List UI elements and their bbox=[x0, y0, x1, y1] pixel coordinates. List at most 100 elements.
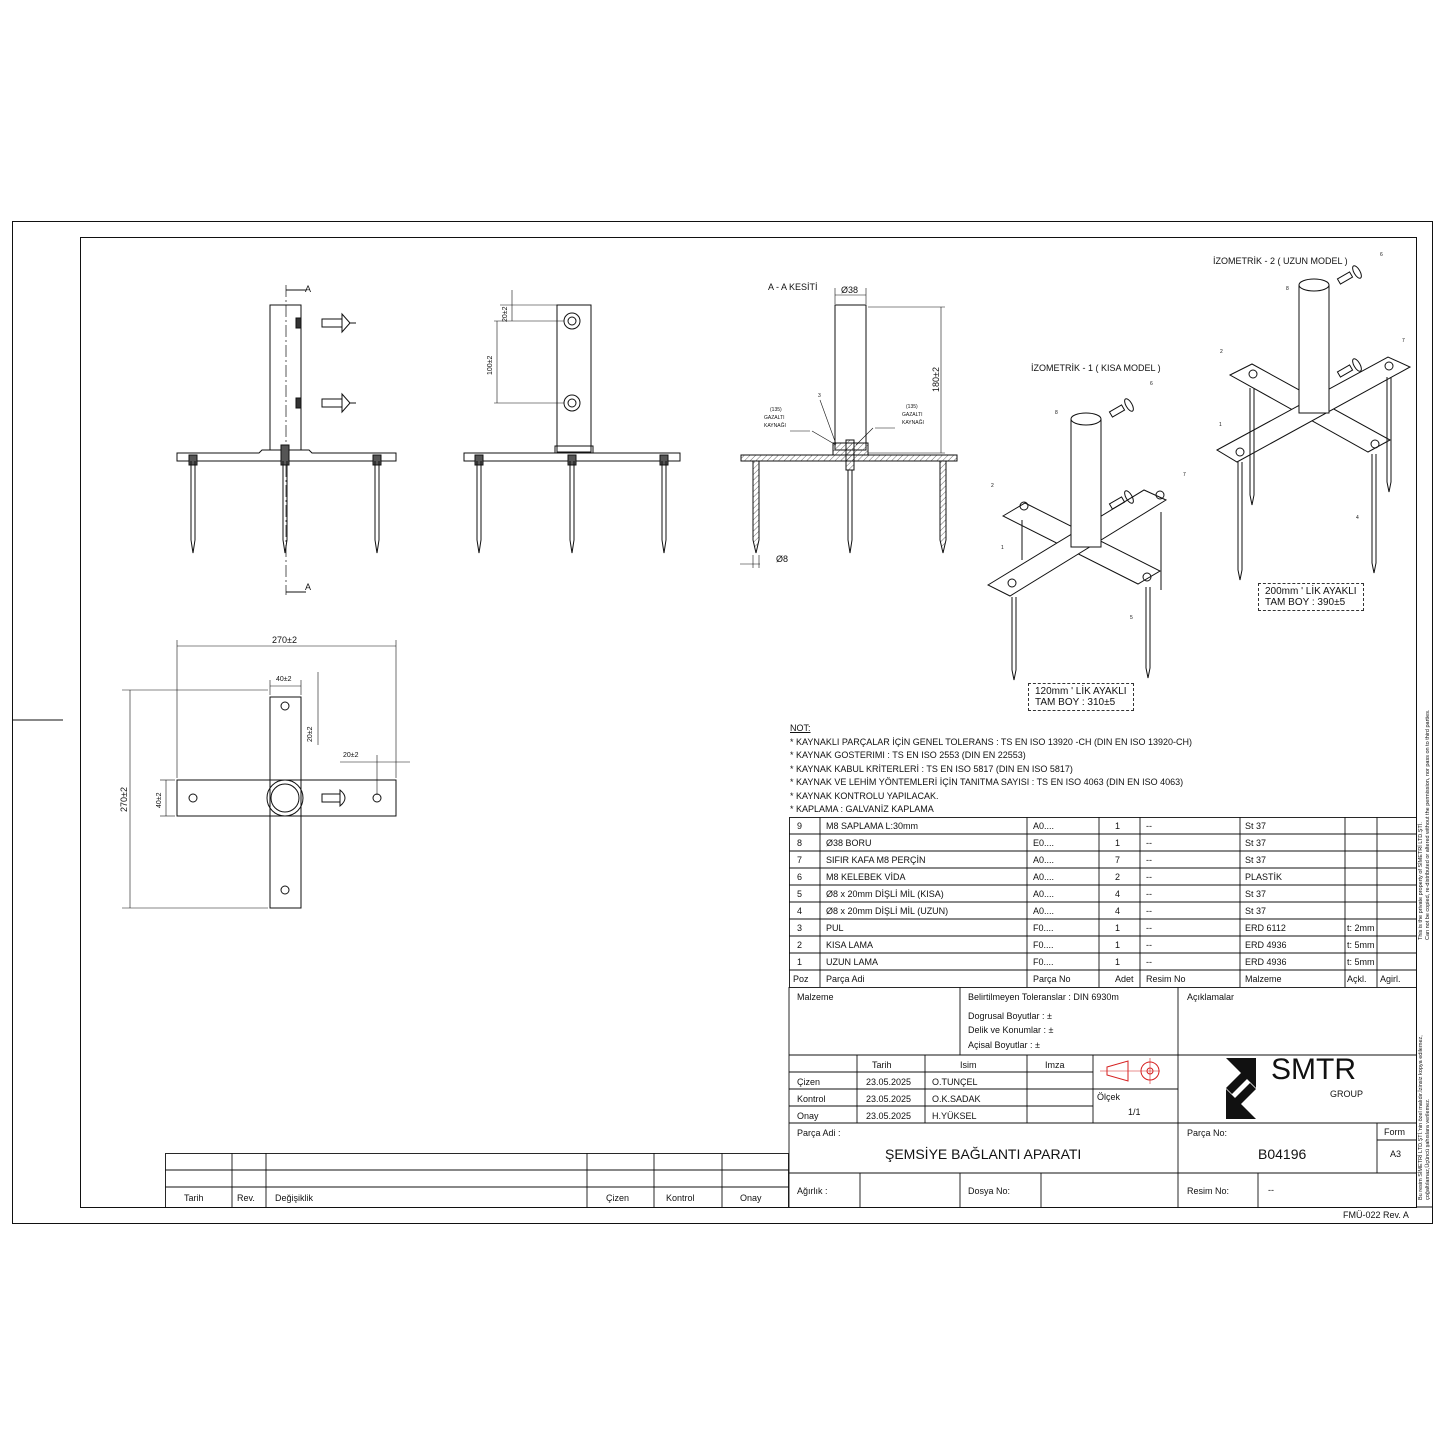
rev-header: Kontrol bbox=[666, 1193, 695, 1203]
iso2-callout: 4 bbox=[1356, 515, 1359, 521]
weld-left-line1: GAZALTI bbox=[764, 415, 785, 421]
malzeme-label: Malzeme bbox=[797, 992, 834, 1002]
weld-right-number: (135) bbox=[906, 404, 918, 410]
tol-linear: Dogrusal Boyutlar : ± bbox=[968, 1011, 1052, 1021]
bom-cell: 6 bbox=[797, 872, 803, 882]
isometric-view-long bbox=[1215, 265, 1412, 581]
iso1-note-line1: 120mm ' LİK AYAKLI bbox=[1035, 686, 1127, 697]
bom-cell: -- bbox=[1146, 889, 1152, 899]
bom-cell: -- bbox=[1146, 923, 1152, 933]
bom-cell: A0.... bbox=[1033, 872, 1055, 882]
drawing-no-label: Resim No: bbox=[1187, 1186, 1230, 1196]
iso2-callout: 7 bbox=[1402, 338, 1405, 344]
rev-header: Rev. bbox=[237, 1193, 255, 1203]
bom-cell: St 37 bbox=[1245, 906, 1267, 916]
bom-cell: 7 bbox=[1115, 855, 1121, 865]
bom-cell: 9 bbox=[797, 821, 803, 831]
bom-cell: St 37 bbox=[1245, 855, 1267, 865]
bom-cell: PLASTİK bbox=[1245, 872, 1283, 882]
bom-cell: M8 KELEBEK VİDA bbox=[826, 872, 906, 882]
isometric-view-short bbox=[986, 398, 1168, 681]
top-view bbox=[122, 640, 410, 909]
tolerance-title: Belirtilmeyen Toleranslar : DIN 6930m bbox=[968, 992, 1119, 1002]
dim-tube-dia: Ø38 bbox=[841, 285, 859, 295]
weight-label: Ağırlık : bbox=[797, 1186, 828, 1196]
iso1-callout: 8 bbox=[1055, 410, 1058, 416]
outer-frame bbox=[12, 221, 1433, 1224]
note-item: * KAYNAK GOSTERIMI : TS EN ISO 2553 (DIN… bbox=[790, 750, 1026, 760]
bom-cell: 1 bbox=[1115, 957, 1121, 967]
part-no-label: Parça No: bbox=[1187, 1128, 1228, 1138]
bom-cell: PUL bbox=[826, 923, 844, 933]
bom-cell: E0.... bbox=[1033, 838, 1055, 848]
bom-cell: 8 bbox=[797, 838, 803, 848]
bom-cell: UZUN LAMA bbox=[826, 957, 879, 967]
bom-cell: t: 5mm bbox=[1347, 940, 1375, 950]
side-view bbox=[463, 290, 681, 554]
drawing-no-value: -- bbox=[1268, 1185, 1274, 1195]
signoff-date: 23.05.2025 bbox=[866, 1111, 912, 1121]
scale-label: Ölçek bbox=[1097, 1092, 1121, 1102]
iso1-callout: 1 bbox=[1001, 545, 1004, 551]
bom-cell: F0.... bbox=[1033, 923, 1054, 933]
side-notice-en-2: Can not be copied, re-distributed or alt… bbox=[1425, 709, 1431, 940]
bom-cell: St 37 bbox=[1245, 889, 1267, 899]
part-no: B04196 bbox=[1258, 1146, 1307, 1162]
section-view bbox=[740, 288, 958, 568]
top-dim-hole-v: 20±2 bbox=[307, 726, 314, 742]
bom-cell: t: 2mm bbox=[1347, 923, 1375, 933]
bom-grid bbox=[789, 817, 1417, 988]
iso2-callout: 6 bbox=[1380, 252, 1383, 258]
signoff-date: 23.05.2025 bbox=[866, 1094, 912, 1104]
rev-header: Tarih bbox=[184, 1193, 204, 1203]
top-dim-strip: 40±2 bbox=[276, 676, 292, 683]
bom-header: Açkl. bbox=[1347, 974, 1367, 984]
bom-cell: 1 bbox=[797, 957, 803, 967]
rev-header: Değişiklik bbox=[275, 1193, 314, 1203]
side-notice-tr-1: Bu resim SİMETRİ LTD.ŞTİ.'nin özel malıd… bbox=[1418, 1035, 1424, 1200]
rev-header: Onay bbox=[740, 1193, 762, 1203]
side-notice-tr: Bu resim SİMETRİ LTD.ŞTİ.'nin özel malıd… bbox=[1418, 1035, 1432, 1200]
tol-holes: Delik ve Konumlar : ± bbox=[968, 1025, 1054, 1035]
signoff-role: Kontrol bbox=[797, 1094, 826, 1104]
col-tarih: Tarih bbox=[872, 1060, 892, 1070]
bom-cell: A0.... bbox=[1033, 821, 1055, 831]
bom-cell: 1 bbox=[1115, 940, 1121, 950]
bom-cell: 5 bbox=[797, 889, 803, 899]
top-dim-hole-h: 20±2 bbox=[343, 752, 359, 759]
signoff-name: O.K.SADAK bbox=[932, 1094, 981, 1104]
bom-cell: A0.... bbox=[1033, 889, 1055, 899]
bom-header: Agirl. bbox=[1380, 974, 1401, 984]
bom-cell: SIFIR KAFA M8 PERÇİN bbox=[826, 855, 926, 865]
bom-cell: St 37 bbox=[1245, 821, 1267, 831]
logo-name: SMTR bbox=[1271, 1053, 1356, 1086]
bom-cell: A0.... bbox=[1033, 906, 1055, 916]
bom-cell: M8 SAPLAMA L:30mm bbox=[826, 821, 919, 831]
dim-hole-spacing: 100±2 bbox=[487, 355, 494, 375]
callout-pul: 3 bbox=[818, 393, 821, 399]
top-dim-height: 270±2 bbox=[119, 787, 129, 812]
note-item: * KAYNAK KONTROLU YAPILACAK. bbox=[790, 790, 939, 801]
section-title: A - A KESİTİ bbox=[768, 282, 818, 292]
rev-header: Çizen bbox=[606, 1193, 630, 1203]
bom-cell: 4 bbox=[1115, 906, 1121, 916]
bom-cell: 3 bbox=[797, 923, 803, 933]
signoff-date: 23.05.2025 bbox=[866, 1077, 912, 1087]
projection-symbol-icon bbox=[1100, 1058, 1160, 1084]
iso1-note-line2: TAM BOY : 310±5 bbox=[1035, 697, 1116, 708]
bom-cell: 1 bbox=[1115, 838, 1121, 848]
bom-header: Parça Adi bbox=[826, 974, 865, 984]
front-view bbox=[176, 285, 397, 595]
bom-cell: Ø8 x 20mm DİŞLİ MİL (UZUN) bbox=[826, 906, 949, 916]
part-name-label: Parça Adi : bbox=[797, 1128, 841, 1138]
iso2-callout: 8 bbox=[1286, 286, 1289, 292]
bom-cell: -- bbox=[1146, 957, 1152, 967]
bom-cell: 4 bbox=[1115, 889, 1121, 899]
side-notice-en: This is the private property of SİMETRİ … bbox=[1418, 709, 1432, 940]
iso1-callout: 2 bbox=[991, 483, 994, 489]
col-isim: Isim bbox=[960, 1060, 977, 1070]
bom-cell: Ø38 BORU bbox=[826, 838, 872, 848]
weld-left-line2: KAYNAĞI bbox=[764, 423, 786, 429]
bom-cell: -- bbox=[1146, 872, 1152, 882]
